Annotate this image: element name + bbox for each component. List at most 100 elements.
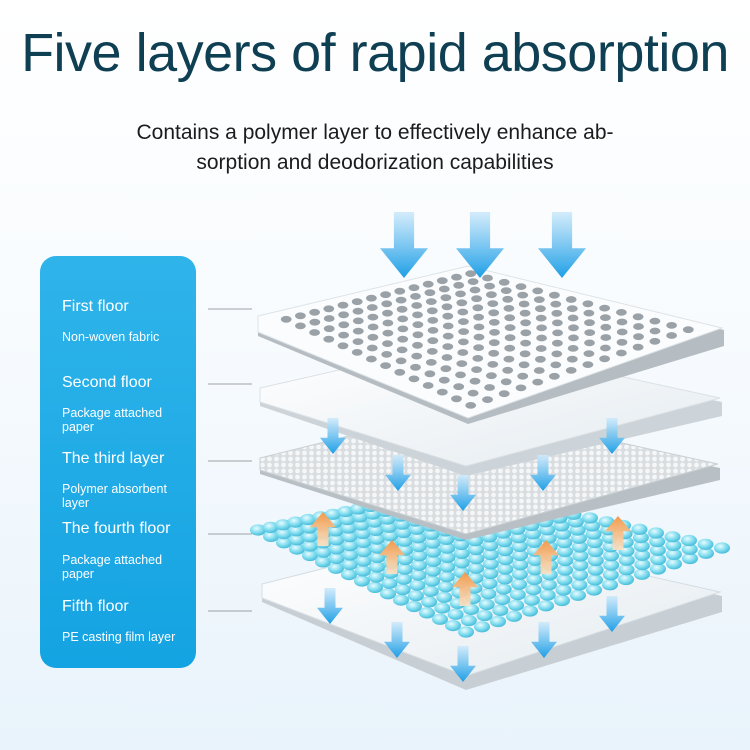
absorbent-bead [460,614,477,627]
perforation-hole [440,294,452,302]
perforation-hole [582,300,594,308]
perforation-hole [584,339,595,347]
absorbent-bead [526,536,543,548]
perforation-hole [488,309,500,317]
absorbent-bead [572,569,589,581]
perforation-hole [395,357,407,365]
absorbent-bead [649,535,666,548]
absorbent-bead [328,543,345,555]
absorbent-bead [453,538,470,551]
perforation-hole [397,335,409,343]
page-subtitle: Contains a polymer layer to effectively … [136,121,614,174]
absorbent-bead [587,564,604,576]
perforation-hole [682,326,694,334]
perforation-hole [616,328,628,336]
down-arrow-icon [531,622,557,658]
perforation-hole [323,335,335,343]
perforation-hole [632,343,644,351]
absorbent-bead [512,559,529,571]
layer-1-sheet [257,265,724,424]
absorbent-bead [482,567,499,580]
absorbent-bead [555,584,572,596]
absorbent-bead [354,527,371,540]
perforation-hole [411,352,423,360]
perforation-hole [366,304,378,311]
perforation-hole [472,355,484,362]
perforation-hole [441,354,453,361]
down-arrow-icon [538,212,586,278]
perforation-hole [456,360,468,367]
absorbent-bead [492,604,509,617]
perforation-hole [520,319,531,327]
absorbent-bead [554,594,570,607]
perforation-hole [583,309,595,317]
perforation-hole [442,322,454,330]
perforation-hole [473,323,485,331]
absorbent-bead [396,563,413,575]
absorbent-bead [497,554,514,566]
perforation-hole [488,339,500,347]
absorbent-bead [664,531,681,543]
perforation-hole [536,324,547,332]
absorbent-bead [410,569,427,581]
down-arrow-icon [380,212,428,278]
absorbent-bead [586,536,603,549]
layer-5-description: PE casting film layer [62,630,176,644]
perforation-hole [455,371,466,379]
absorbent-bead [508,599,525,611]
perforation-hole [455,290,466,298]
absorbent-bead [337,506,354,518]
absorbent-bead [540,579,557,591]
absorbent-bead [539,589,556,601]
perforation-hole [473,344,484,351]
perforation-hole [323,325,335,333]
absorbent-bead [302,549,318,562]
perforation-hole [518,361,530,369]
absorbent-bead [570,589,586,601]
perforation-hole [380,291,391,299]
absorbent-bead [522,605,538,617]
up-arrow-icon [533,540,559,574]
absorbent-bead [445,620,461,632]
perforation-hole [309,318,321,326]
down-arrow-icon [317,588,343,624]
perforation-hole [451,273,462,281]
absorbent-bead [697,538,714,550]
perforation-hole [649,337,661,345]
perforation-hole [504,334,516,342]
absorbent-bead [527,564,543,576]
perforation-hole [397,325,409,333]
absorbent-bead [618,554,635,566]
perforation-hole [600,334,612,341]
absorbent-bead [495,583,512,595]
absorbent-bead [394,583,411,596]
absorbent-bead [355,536,372,549]
absorbent-bead [368,571,385,583]
absorbent-bead [393,594,409,606]
absorbent-bead [618,573,634,586]
absorbent-bead [453,557,470,569]
layer-2-name: Second floor [62,374,152,391]
perforation-hole [411,302,423,309]
absorbent-bead [496,573,513,585]
up-arrow-icon [310,512,336,546]
down-arrow-icon [450,646,476,682]
perforation-hole [567,345,579,352]
perforation-hole [600,323,612,331]
absorbent-bead [634,568,650,580]
absorbent-bead [587,574,603,586]
perforation-hole [366,355,377,363]
absorbent-bead [572,559,589,571]
perforation-hole [471,366,482,373]
absorbent-bead [328,534,345,546]
perforation-hole [472,304,484,312]
absorbent-bead [367,524,384,537]
perforation-hole [498,278,510,286]
perforation-hole [502,295,514,303]
perforation-hole [422,382,434,389]
absorbent-bead [342,540,359,552]
perforation-hole [467,278,479,285]
perforation-hole [549,372,560,380]
absorbent-bead [557,545,573,558]
perforation-hole [408,375,420,383]
